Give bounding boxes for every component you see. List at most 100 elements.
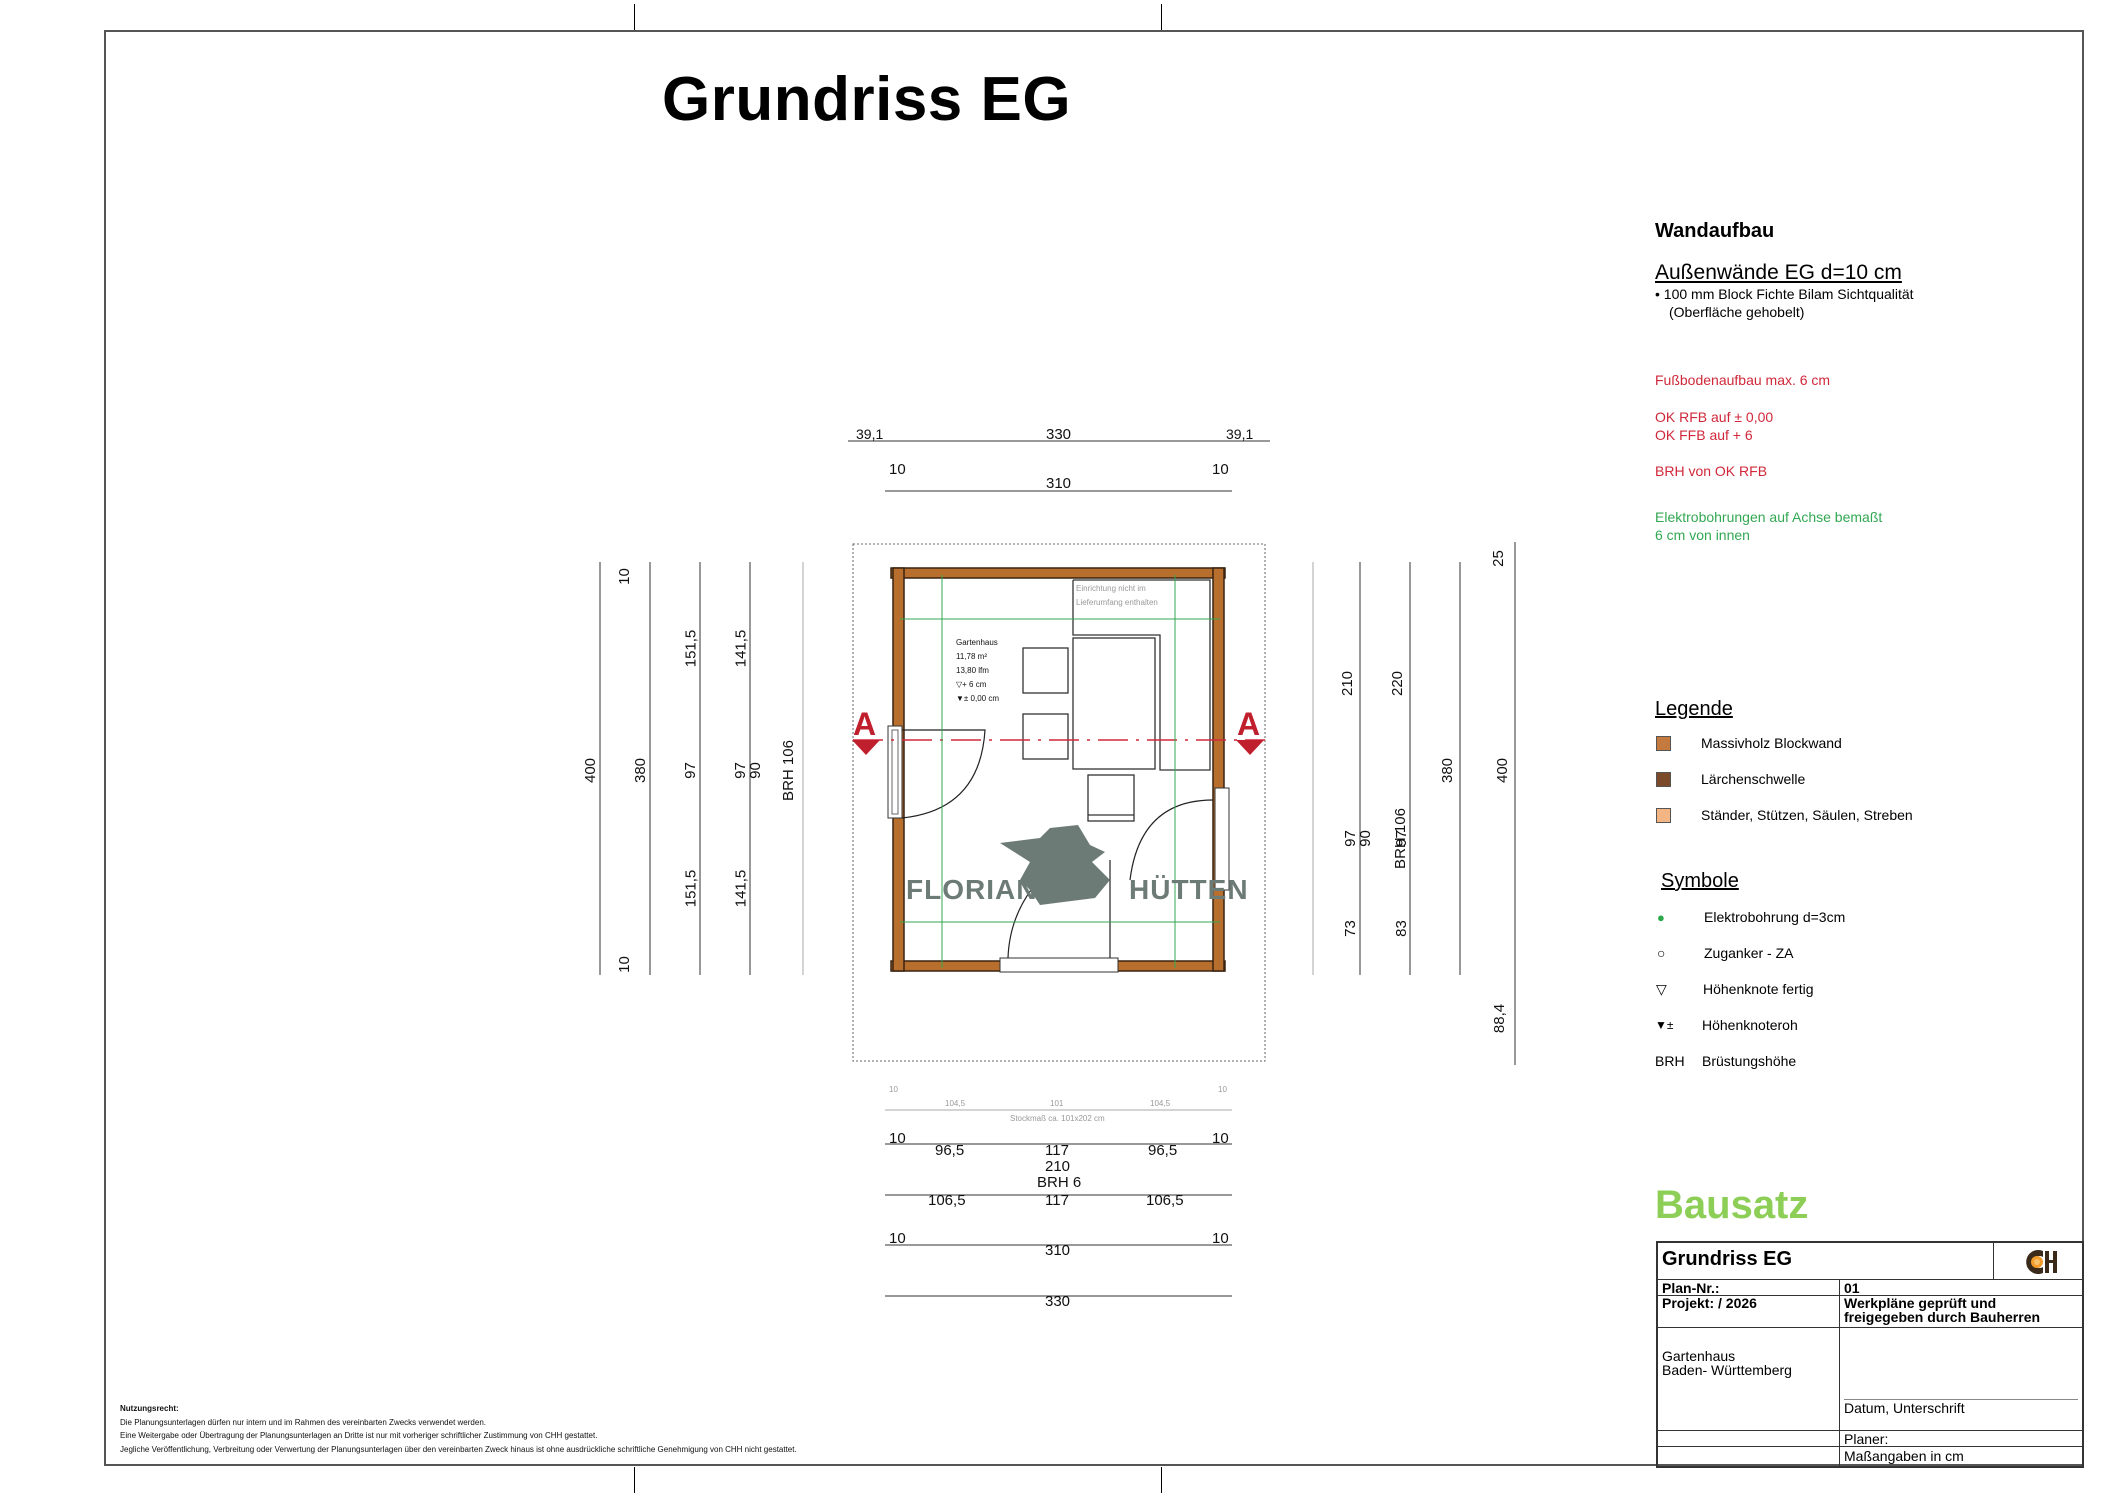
symbols: Symbole ● Elektrobohrung d=3cm ○ Zuganke… <box>1655 870 2075 1079</box>
dim-door-height: 210 <box>1045 1158 1071 1175</box>
fold-mark <box>634 1467 635 1493</box>
projekt-label: Projekt: / 2026 <box>1662 1295 1757 1311</box>
usage-line: Eine Weitergabe oder Übertragung der Pla… <box>120 1431 598 1440</box>
brh-abbrev: BRH <box>1655 1053 1685 1069</box>
dim-right-col2: 73 <box>1341 920 1359 937</box>
usage-rights: Nutzungsrecht: Die Planungsunterlagen dü… <box>120 1402 797 1456</box>
dim-right-col2-extra: 90 <box>1356 830 1374 847</box>
level-finished: + 6 cm <box>962 680 987 689</box>
dim-right-col5: 88,4 <box>1491 1003 1509 1034</box>
title-block-title: Grundriss EG <box>1662 1248 1793 1270</box>
dim-row3: 310 <box>1045 1242 1071 1259</box>
logo-text-left: FLORIANS <box>906 874 1058 905</box>
dim-left-col4: 141,5 <box>732 869 750 908</box>
dim-stock: 104,5 <box>945 1099 966 1108</box>
legend-label: Ständer, Stützen, Säulen, Streben <box>1701 807 1913 823</box>
ok-rfb-note: OK RFB auf ± 0,00 <box>1655 409 1774 425</box>
dim-stock-note: Stockmaß ca. 101x202 cm <box>1010 1114 1105 1123</box>
units-label: Maßangaben in cm <box>1844 1448 1964 1464</box>
dim-row3: 10 <box>1212 1230 1229 1247</box>
legend: Legende Massivholz Blockwand Lärchenschw… <box>1655 698 2075 833</box>
dim-right-col3: 220 <box>1389 670 1407 697</box>
dim-brh: BRH 6 <box>1037 1174 1082 1191</box>
dim-row1: 96,5 <box>935 1142 965 1159</box>
dim-row2: 117 <box>1045 1192 1069 1209</box>
location-row: Gartenhaus Baden- Württemberg Datum, Unt… <box>1658 1327 2082 1431</box>
symbol-item: ▽ Höhenknote fertig <box>1655 971 2075 1007</box>
logo-text-right: HÜTTEN <box>1129 874 1249 905</box>
electro-note-2: 6 cm von innen <box>1655 527 1750 543</box>
room-perimeter: 13,80 lfm <box>956 666 989 675</box>
wall-surface: (Oberfläche gehobelt) <box>1669 304 1805 320</box>
triangle-outline-icon: ▽ <box>1656 980 1667 997</box>
legend-heading: Legende <box>1655 698 1733 720</box>
brh-note: BRH von OK RFB <box>1655 463 1768 479</box>
plan-nr-row: Plan-Nr.: 01 <box>1658 1279 2082 1296</box>
symbols-heading: Symbole <box>1661 870 1739 892</box>
dim-right-col3: 83 <box>1392 920 1410 937</box>
section-marker-right: A <box>1237 706 1261 742</box>
wall-material: • 100 mm Block Fichte Bilam Sichtqualitä… <box>1655 286 1914 302</box>
symbol-item: BRH Brüstungshöhe <box>1655 1043 2075 1079</box>
dim-row1: 10 <box>889 1130 906 1147</box>
wall-structure-panel: Wandaufbau Außenwände EG d=10 cm • 100 m… <box>1655 220 2075 544</box>
triangle-outline-icon: ▽ <box>956 680 963 689</box>
dim-left-col4: 141,5 <box>732 629 750 668</box>
dim-left-col3: 151,5 <box>682 629 700 668</box>
wall-structure-heading: Wandaufbau <box>1655 220 1775 242</box>
approval-text-1: Werkpläne geprüft und <box>1844 1295 1997 1311</box>
circle-icon: ○ <box>1657 945 1666 961</box>
dim-row2: 106,5 <box>1146 1192 1184 1209</box>
symbol-label: Höhenknote fertig <box>1703 981 1814 997</box>
chh-logo-icon <box>2026 1250 2057 1274</box>
fold-mark <box>1161 4 1162 30</box>
furniture-note: Einrichtung nicht im <box>1076 584 1146 593</box>
dim-stock: 10 <box>889 1085 898 1094</box>
usage-line: Jegliche Veröffentlichung, Verbreitung o… <box>120 1444 797 1454</box>
dim-left-col3: 97 <box>681 762 699 779</box>
drawing-frame <box>104 30 2084 1466</box>
dim-row1: 96,5 <box>1148 1142 1178 1159</box>
furniture-note: Lieferumfang enthalten <box>1076 598 1158 607</box>
plan-nr-value: 01 <box>1844 1280 1860 1296</box>
dim-left-inner: 380 <box>632 757 650 784</box>
dim-stock: 104,5 <box>1150 1099 1171 1108</box>
dim-top-total: 330 <box>1046 426 1072 443</box>
dim-wall-right: 10 <box>1212 461 1229 478</box>
laerchenschwelle-swatch-icon <box>1656 771 1671 787</box>
level-raw: ± 0,00 cm <box>963 694 999 703</box>
planer-label: Planer: <box>1844 1431 1889 1447</box>
triangle-filled-icon: ▼± <box>1655 1018 1674 1032</box>
dim-row4: 330 <box>1045 1293 1071 1310</box>
planer-row: Planer: <box>1658 1430 2082 1447</box>
electro-note-1: Elektrobohrungen auf Achse bemaßt <box>1655 509 1883 525</box>
dim-stock: 10 <box>1218 1085 1227 1094</box>
fold-mark <box>634 4 635 30</box>
dim-right-col4: 380 <box>1439 757 1457 784</box>
symbol-item: ▼± Höhenknoteroh <box>1655 1007 2075 1043</box>
projekt-row: Projekt: / 2026 Werkpläne geprüft und fr… <box>1658 1295 2082 1328</box>
dim-left-col4-extra: 90 <box>746 762 764 779</box>
legend-label: Lärchenschwelle <box>1701 771 1806 787</box>
dim-row3: 10 <box>889 1230 906 1247</box>
legend-item: Lärchenschwelle <box>1655 761 2075 797</box>
dim-row2: 106,5 <box>928 1192 966 1209</box>
green-dot-icon: ● <box>1657 909 1665 925</box>
dim-right-col5: 400 <box>1494 757 1512 784</box>
floor-note: Fußbodenaufbau max. 6 cm <box>1655 372 1831 388</box>
symbol-label: Elektrobohrung d=3cm <box>1704 909 1846 925</box>
bausatz-label: Bausatz <box>1655 1183 1809 1227</box>
dim-left-brh: BRH 106 <box>779 740 797 801</box>
dim-right-col2: 210 <box>1339 670 1357 697</box>
dim-left-total: 400 <box>582 757 600 784</box>
dim-left-col3: 151,5 <box>682 869 700 908</box>
dim-wall-left: 10 <box>889 461 906 478</box>
usage-heading: Nutzungsrecht: <box>120 1404 179 1413</box>
dim-overhang-left: 39,1 <box>856 426 884 442</box>
dim-overhang-right: 39,1 <box>1226 426 1254 442</box>
location-line-2: Baden- Württemberg <box>1662 1362 1792 1378</box>
room-area: 11,78 m² <box>956 652 987 661</box>
dim-row1: 10 <box>1212 1130 1229 1147</box>
page-title: Grundriss EG <box>662 65 1072 134</box>
